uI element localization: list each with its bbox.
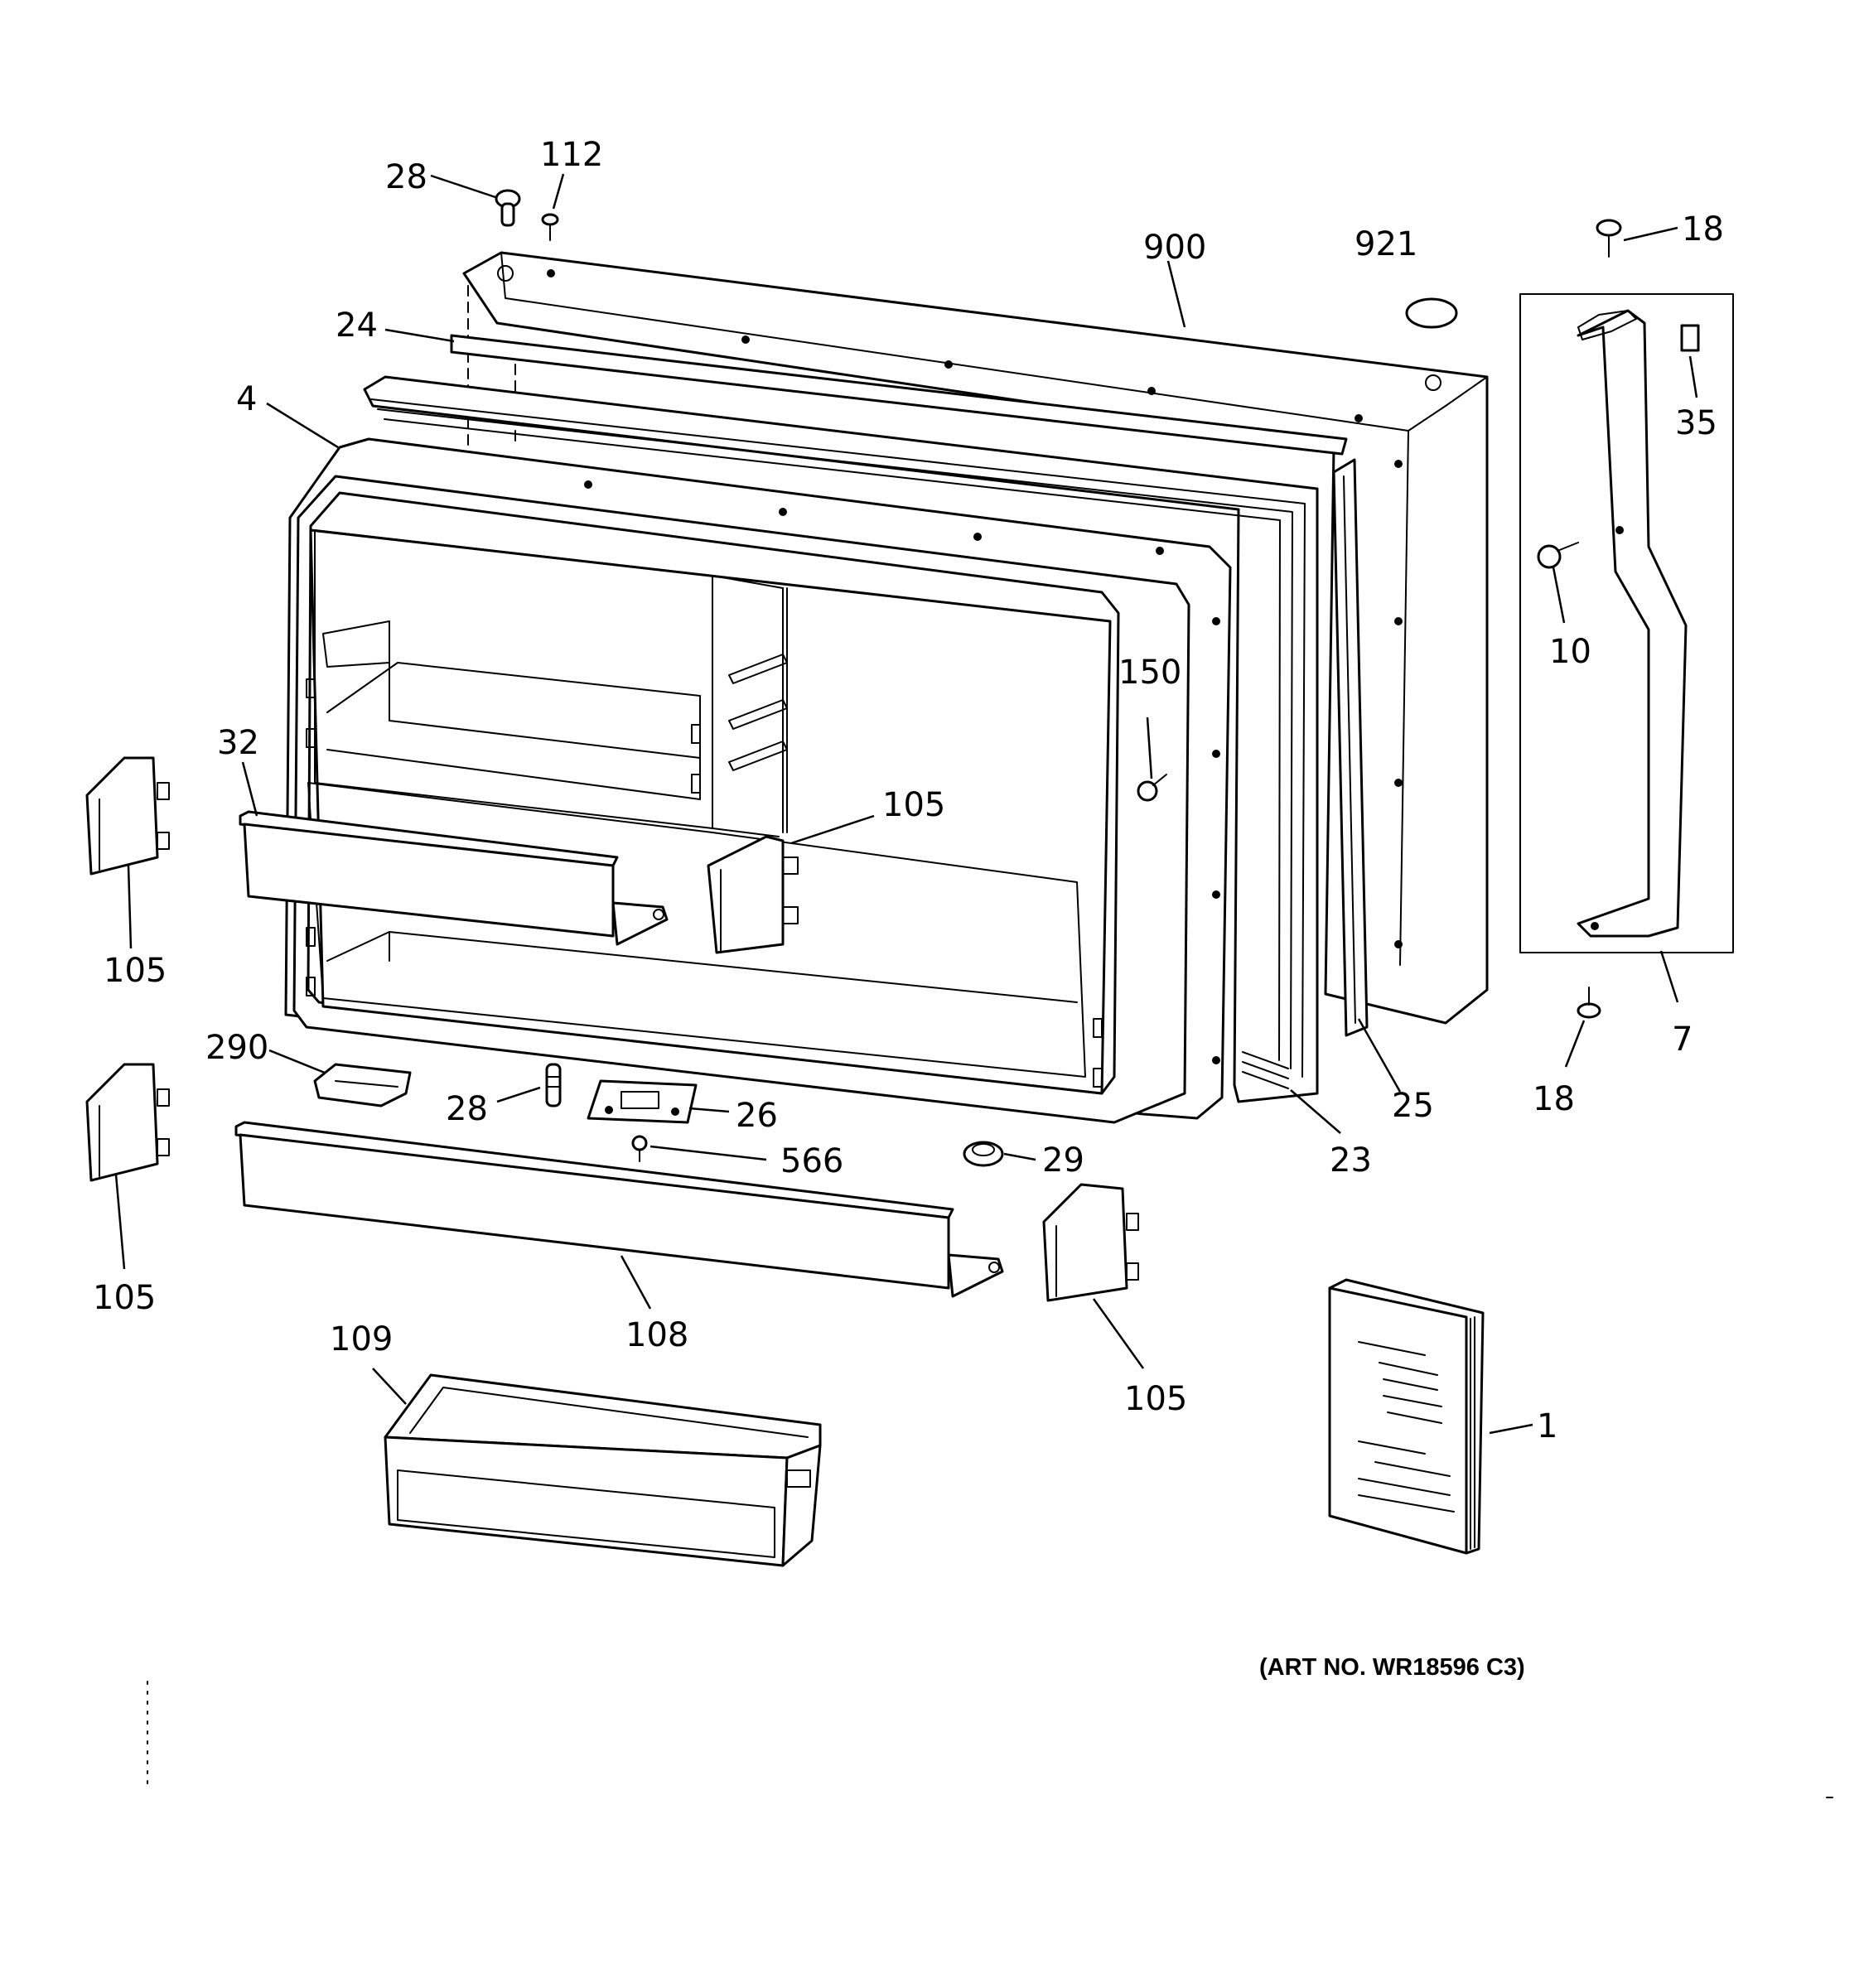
part-29-plug	[963, 1141, 1004, 1167]
callout-28-bottom: 28	[446, 1090, 488, 1128]
callout-25: 25	[1392, 1087, 1434, 1125]
callout-28-top: 28	[385, 158, 427, 196]
leader-lines	[114, 173, 1698, 1435]
part-35-pad	[1680, 324, 1700, 352]
callout-566: 566	[780, 1142, 843, 1180]
part-900-door-outer-panel	[462, 251, 1489, 1025]
part-18-top-screw	[1596, 219, 1622, 258]
callout-4: 4	[236, 380, 257, 418]
callout-150: 150	[1118, 654, 1181, 692]
part-28-top-pin	[495, 189, 521, 227]
callout-105-right: 105	[1124, 1380, 1187, 1418]
part-26-plate	[587, 1079, 698, 1124]
callout-35: 35	[1675, 404, 1717, 442]
callout-108: 108	[625, 1316, 688, 1354]
callout-10: 10	[1549, 633, 1591, 671]
callout-1: 1	[1537, 1407, 1557, 1445]
part-105-right-bracket	[1042, 1183, 1139, 1302]
part-105-center-bracket	[707, 835, 799, 954]
callout-290: 290	[205, 1029, 268, 1067]
part-566-screw	[631, 1135, 648, 1162]
part-24-top-trim	[450, 334, 1348, 456]
part-7-handle-box	[1519, 293, 1734, 953]
part-10-screw	[1537, 542, 1579, 569]
callout-24: 24	[336, 306, 378, 345]
scan-specks	[147, 1681, 1833, 1798]
part-290-block	[313, 1063, 412, 1107]
callout-labels: 28 112 900 921 18 24 4 35 10 150 32 105 …	[93, 136, 1724, 1445]
callout-18-bottom: 18	[1533, 1080, 1575, 1118]
part-150-screw	[1137, 774, 1167, 802]
part-4-door-liner	[284, 437, 1232, 1124]
callout-112: 112	[540, 136, 603, 174]
callout-29: 29	[1042, 1141, 1084, 1180]
callout-32: 32	[217, 724, 259, 762]
part-18-bottom-screw	[1577, 987, 1601, 1019]
callout-921: 921	[1355, 225, 1417, 263]
callout-18-top: 18	[1682, 210, 1724, 248]
part-105-left-bottom-bracket	[85, 1063, 170, 1182]
callout-7: 7	[1672, 1021, 1693, 1059]
part-112-screw	[541, 213, 559, 241]
callout-105-left-top: 105	[104, 952, 167, 990]
booklet-fine-print	[1358, 1341, 1455, 1513]
part-25-side-strip	[1332, 458, 1369, 1037]
callout-105-left-bottom: 105	[93, 1279, 156, 1317]
part-105-left-top-bracket	[85, 756, 170, 876]
callout-105-center: 105	[882, 786, 945, 824]
part-921-plug	[1405, 297, 1458, 329]
callout-109: 109	[330, 1320, 393, 1358]
art-number: (ART NO. WR18596 C3)	[1259, 1654, 1525, 1681]
callout-26: 26	[736, 1097, 778, 1135]
part-1-booklet	[1328, 1278, 1485, 1555]
callout-23: 23	[1330, 1141, 1372, 1180]
part-109-bin	[384, 1373, 822, 1567]
part-7-handle-assembly	[1519, 293, 1734, 953]
part-28-bottom-pin	[545, 1063, 562, 1107]
part-23-door-gasket	[363, 375, 1319, 1103]
part-108-bottom-rail	[234, 1121, 1004, 1298]
callout-900: 900	[1143, 229, 1206, 267]
part-32-shelf-rail	[239, 810, 669, 946]
